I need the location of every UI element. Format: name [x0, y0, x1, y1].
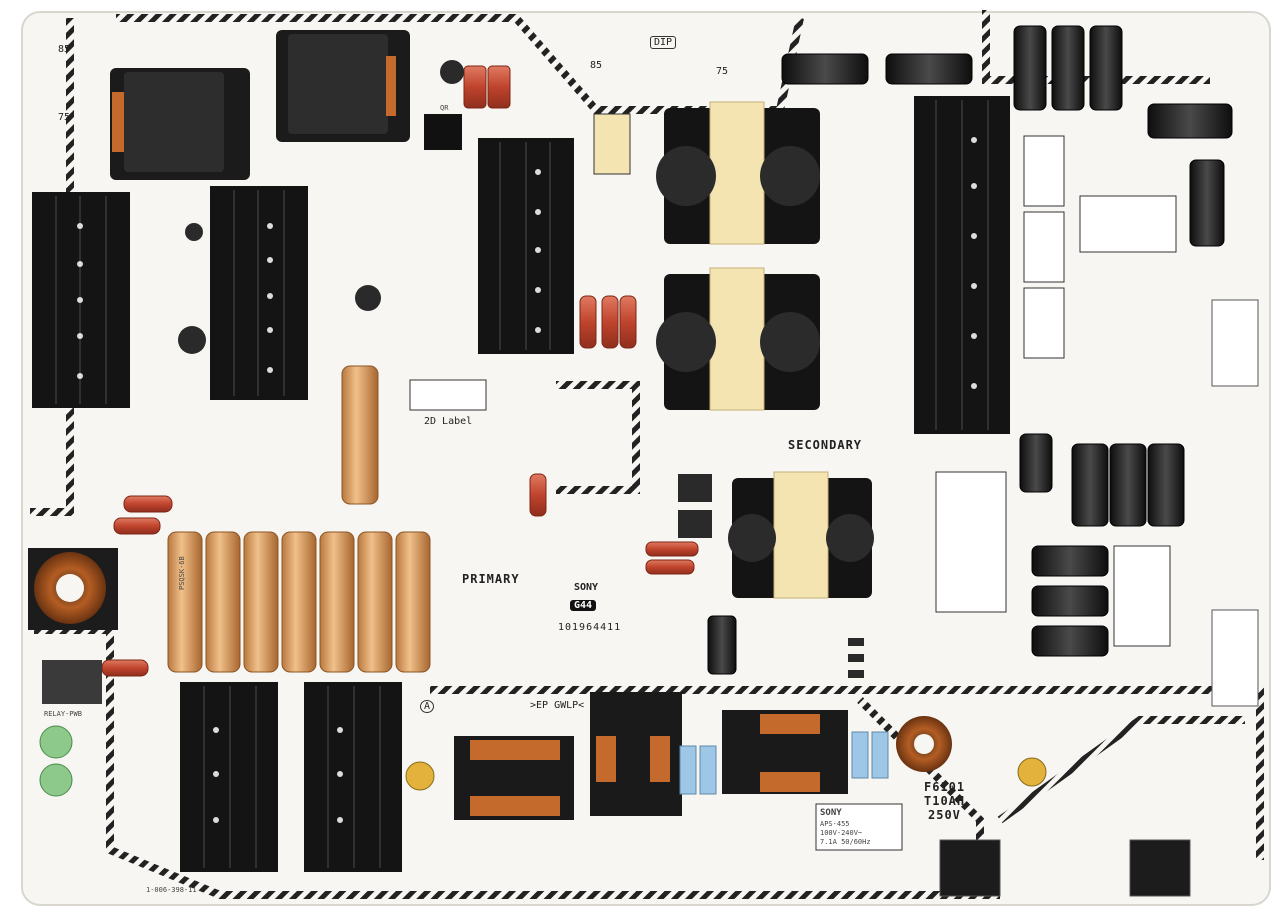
power-packages [935, 135, 1177, 647]
ratings-brand: SONY [820, 808, 842, 818]
marker-85-left: 85 [58, 44, 71, 55]
varistors [39, 725, 73, 797]
relay [42, 660, 102, 704]
section-secondary-label: SECONDARY [788, 438, 863, 452]
marker-85-top: 85 [590, 60, 603, 71]
heatsink-bottom-1 [180, 682, 278, 872]
chokes [454, 692, 848, 820]
mark-ep-gwlp: >EP GWLP< [530, 700, 585, 711]
grade-mark-icon: G44 [570, 600, 597, 611]
ratings-input: 100V-240V~ [820, 829, 863, 837]
black-capacitors [707, 25, 1233, 675]
transformer-1 [656, 101, 820, 245]
connectors [939, 299, 1259, 897]
board-code: 1-006-398-11 [146, 886, 197, 894]
inductor-1 [110, 68, 250, 180]
gold-capacitors [167, 365, 431, 673]
inductor-2 [276, 30, 410, 142]
transformer-3 [728, 471, 874, 599]
cap-marking: PSQSK-6B [178, 556, 186, 590]
marker-75-top: 75 [716, 66, 729, 77]
label-2d: 2D Label [424, 416, 473, 427]
red-components [101, 65, 699, 677]
transformer-2 [656, 267, 820, 411]
marker-75-left: 75 [58, 112, 71, 123]
mark-a: A [420, 700, 435, 713]
small-parts [178, 60, 864, 678]
label-qr: QR [440, 104, 449, 112]
ratings-current: 7.1A 50/60Hz [820, 838, 871, 846]
label-dip: DIP [650, 36, 677, 49]
section-primary-label: PRIMARY [462, 572, 520, 586]
relay-label: RELAY-PWB [44, 710, 82, 718]
fuse-rating: T10AH [924, 794, 966, 808]
fuse-ref: F6101 [924, 780, 966, 794]
blue-caps [679, 731, 889, 795]
small-transformer [593, 113, 631, 175]
toroid-right [896, 716, 952, 772]
yellow-caps [405, 757, 1047, 791]
heatsink-bottom-2 [304, 682, 402, 872]
toroid-input [28, 548, 118, 630]
sony-logo-icon: SONY [574, 582, 599, 593]
part-number: 101964411 [558, 622, 622, 633]
fuse-voltage: 250V [928, 808, 961, 822]
heatsink-left-2 [210, 186, 308, 400]
ratings-model: APS-455 [820, 820, 850, 828]
